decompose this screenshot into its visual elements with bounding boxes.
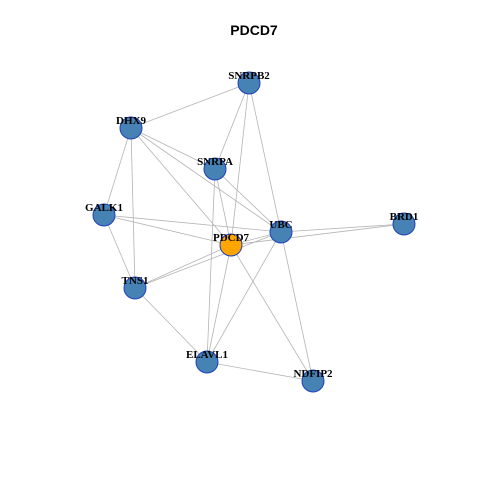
edge-elavl1-ndfip2 <box>206 361 314 382</box>
node-label-snrpb2: SNRPB2 <box>228 70 270 82</box>
edge-pdcd7-ndfip2 <box>230 244 314 382</box>
node-circle-brd1 <box>392 212 416 236</box>
node-label-brd1: BRD1 <box>390 211 419 223</box>
edge-pdcd7-elavl1 <box>206 244 232 363</box>
node-galk1: GALK1 <box>85 202 123 227</box>
node-circle-ubc <box>269 220 293 244</box>
edge-pdcd7-tns1 <box>134 244 232 289</box>
node-label-snrpa: SNRPA <box>197 156 233 168</box>
edge-snrpa-ubc <box>214 168 282 233</box>
node-label-dhx9: DHX9 <box>116 115 146 127</box>
edge-galk1-ubc <box>103 214 282 233</box>
edge-snrpb2-pdcd7 <box>230 82 250 246</box>
node-brd1: BRD1 <box>390 211 419 236</box>
edge-dhx9-tns1 <box>130 127 136 289</box>
node-circle-snrpa <box>203 157 227 181</box>
graph-title: PDCD7 <box>230 22 278 38</box>
node-tns1: TNS1 <box>122 275 149 300</box>
edge-snrpa-pdcd7 <box>214 168 232 246</box>
node-circle-pdcd7 <box>219 233 243 257</box>
node-circle-galk1 <box>92 203 116 227</box>
node-ubc: UBC <box>269 219 293 244</box>
edge-dhx9-ubc <box>130 127 282 233</box>
node-pdcd7: PDCD7 <box>213 232 250 257</box>
edge-snrpb2-snrpa <box>214 82 250 170</box>
edge-ubc-tns1 <box>134 231 282 289</box>
node-dhx9: DHX9 <box>116 115 146 140</box>
edge-snrpb2-dhx9 <box>130 82 250 129</box>
edge-galk1-tns1 <box>103 214 136 289</box>
edge-tns1-elavl1 <box>134 287 208 363</box>
edge-layer <box>103 82 405 382</box>
edge-dhx9-galk1 <box>103 127 132 216</box>
node-label-ubc: UBC <box>269 219 292 231</box>
node-circle-snrpb2 <box>237 71 261 95</box>
node-label-elavl1: ELAVL1 <box>186 349 228 361</box>
edge-galk1-pdcd7 <box>103 214 232 246</box>
edge-dhx9-snrpa <box>130 127 216 170</box>
node-circle-elavl1 <box>195 350 219 374</box>
node-circle-ndfip2 <box>301 369 325 393</box>
node-label-galk1: GALK1 <box>85 202 123 214</box>
edge-pdcd7-brd1 <box>230 223 405 246</box>
node-elavl1: ELAVL1 <box>186 349 228 374</box>
edge-ubc-brd1 <box>280 223 405 233</box>
node-snrpb2: SNRPB2 <box>228 70 270 95</box>
node-label-tns1: TNS1 <box>122 275 149 287</box>
node-label-pdcd7: PDCD7 <box>213 232 250 244</box>
node-circle-dhx9 <box>119 116 143 140</box>
node-circle-tns1 <box>123 276 147 300</box>
node-ndfip2: NDFIP2 <box>293 368 333 393</box>
node-snrpa: SNRPA <box>197 156 233 181</box>
edge-snrpa-elavl1 <box>206 168 216 363</box>
edge-ubc-ndfip2 <box>280 231 314 382</box>
node-label-ndfip2: NDFIP2 <box>293 368 333 380</box>
edge-ubc-elavl1 <box>206 231 282 363</box>
edge-snrpb2-ubc <box>248 82 282 233</box>
